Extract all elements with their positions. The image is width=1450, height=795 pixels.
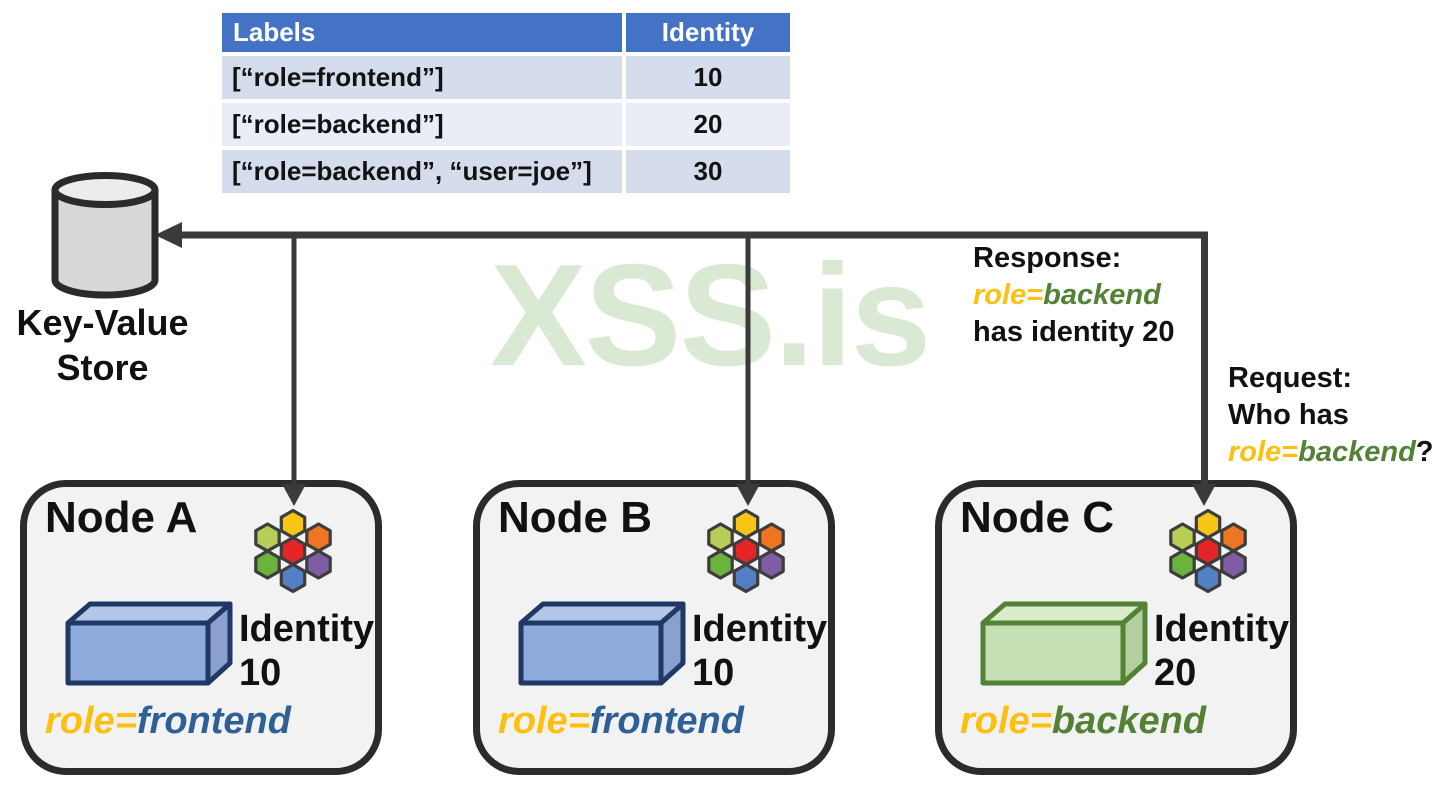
role-label: role=frontend: [45, 700, 291, 742]
node-a-title: Node A: [45, 493, 198, 542]
identity-block-3d-icon: [980, 601, 1148, 686]
request-title: Request:: [1228, 362, 1353, 394]
table-row-identity: 20: [626, 103, 790, 146]
table-header-identity: Identity: [626, 13, 790, 52]
hexagon-cluster-icon: [254, 508, 332, 594]
identity-label: Identity 20: [1154, 608, 1290, 694]
response-note: Response: role=backend has identity 20: [973, 240, 1174, 351]
node-a: Node A Identity 10 role=frontend: [20, 480, 382, 775]
kv-store-label-line2: Store: [56, 347, 149, 388]
table-row-labels: [“role=backend”, “user=joe”]: [222, 150, 622, 193]
table-row-identity: 30: [626, 150, 790, 193]
request-selector: role=backend?: [1228, 436, 1434, 468]
kv-store-label-line1: Key-Value: [16, 302, 189, 343]
kv-store-label: Key-Value Store: [0, 300, 205, 390]
response-selector: role=backend: [973, 279, 1161, 311]
request-note: Request: Who has role=backend?: [1228, 360, 1434, 471]
node-c: Node C Identity 20 role=backend: [935, 480, 1297, 775]
response-detail: has identity 20: [973, 316, 1175, 348]
response-title: Response:: [973, 242, 1122, 274]
node-b-title: Node B: [498, 493, 652, 542]
request-line2: Who has: [1228, 399, 1349, 431]
identity-block-3d-icon: [518, 601, 686, 686]
table-row-identity: 10: [626, 56, 790, 99]
table-row-labels: [“role=backend”]: [222, 103, 622, 146]
label-identity-table: Labels Identity [“role=frontend”] 10 [“r…: [222, 13, 790, 193]
node-b: Node B Identity 10 role=frontend: [473, 480, 835, 775]
identity-label: Identity 10: [239, 608, 375, 694]
hexagon-cluster-icon: [1169, 508, 1247, 594]
watermark-text: XSS.is: [490, 234, 931, 396]
hexagon-cluster-icon: [707, 508, 785, 594]
role-label: role=frontend: [498, 700, 744, 742]
table-header-labels: Labels: [222, 13, 622, 52]
role-label: role=backend: [960, 700, 1207, 742]
identity-block-3d-icon: [65, 601, 233, 686]
database-cylinder-icon: [51, 172, 159, 299]
table-row-labels: [“role=frontend”]: [222, 56, 622, 99]
node-c-title: Node C: [960, 493, 1114, 542]
identity-label: Identity 10: [692, 608, 828, 694]
